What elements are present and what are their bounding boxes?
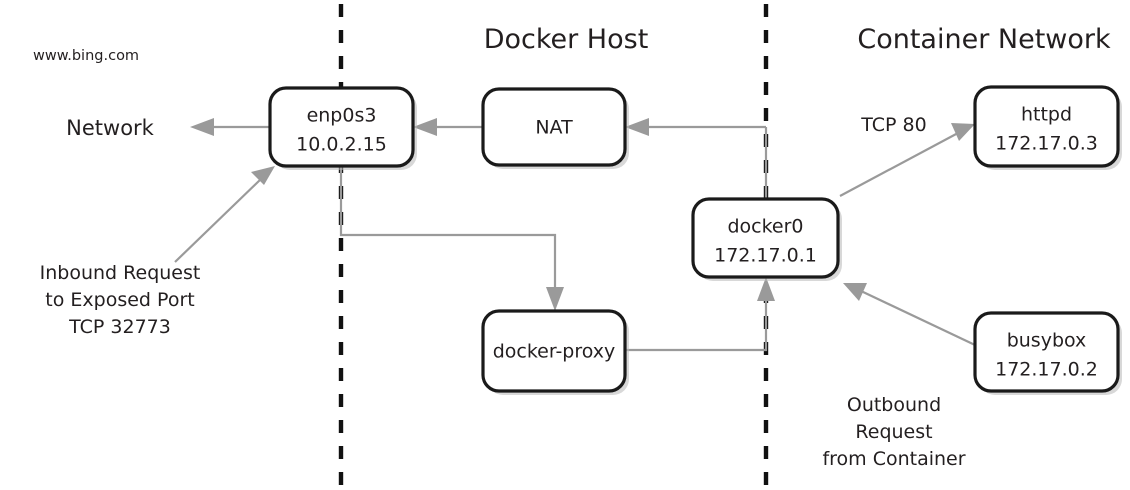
node-busybox[interactable]: busybox 172.17.0.2: [973, 311, 1122, 395]
edge-label-tcp-80: TCP 80: [860, 114, 926, 136]
node-enp0s3-line1: enp0s3: [307, 105, 377, 127]
node-httpd[interactable]: httpd 172.17.0.3: [973, 85, 1122, 170]
node-nat-box: [481, 87, 627, 167]
connector-enp0s3-to-network: [190, 118, 270, 136]
annotation-outbound-request-line-1: Outbound: [847, 394, 941, 416]
node-httpd-box: [973, 85, 1120, 168]
node-docker0-box: [691, 197, 840, 279]
node-busybox-line1: busybox: [1007, 330, 1087, 352]
node-docker-proxy-line1: docker-proxy: [493, 341, 616, 363]
annotation-inbound-request-line-1: Inbound Request: [40, 262, 201, 284]
annotation-outbound-request-line-3: from Container: [822, 448, 965, 470]
url-label: www.bing.com: [33, 48, 139, 64]
node-nat-line1: NAT: [535, 117, 573, 139]
network-label: Network: [66, 116, 155, 140]
node-docker-proxy[interactable]: docker-proxy: [481, 309, 629, 395]
node-enp0s3[interactable]: enp0s3 10.0.2.15: [268, 86, 417, 170]
node-httpd-line1: httpd: [1021, 104, 1072, 126]
node-httpd-line2: 172.17.0.3: [995, 133, 1098, 155]
annotation-outbound-request-line-2: Request: [855, 421, 932, 443]
node-enp0s3-line2: 10.0.2.15: [296, 134, 387, 156]
node-busybox-box: [973, 311, 1120, 393]
connector-nat-to-enp0s3: [413, 118, 483, 136]
annotation-inbound-request-line-2: to Exposed Port: [45, 289, 194, 311]
node-docker0[interactable]: docker0 172.17.0.1: [691, 197, 842, 281]
node-docker-proxy-box: [481, 309, 627, 393]
connector-busybox-to-docker0: [843, 283, 976, 346]
connector-boundary-to-nat: [625, 118, 766, 136]
connector-enp0s3-to-docker-proxy: [339, 166, 564, 311]
node-enp0s3-box: [268, 86, 415, 168]
section-title-container-network: Container Network: [857, 24, 1111, 55]
node-docker0-line1: docker0: [727, 216, 803, 238]
annotation-inbound-request-line-3: TCP 32773: [68, 316, 171, 338]
annotation-outbound-request: Outbound Request from Container: [822, 394, 965, 470]
connector-docker0-to-httpd: [839, 123, 975, 197]
connector-inbound-request-to-enp0s3: [174, 166, 275, 263]
annotation-inbound-request: Inbound Request to Exposed Port TCP 3277…: [40, 262, 201, 338]
node-busybox-line2: 172.17.0.2: [995, 359, 1098, 381]
connector-docker-proxy-to-docker0: [625, 277, 775, 352]
node-nat[interactable]: NAT: [481, 87, 629, 169]
section-title-docker-host: Docker Host: [484, 24, 649, 55]
node-docker0-line2: 172.17.0.1: [714, 245, 817, 267]
